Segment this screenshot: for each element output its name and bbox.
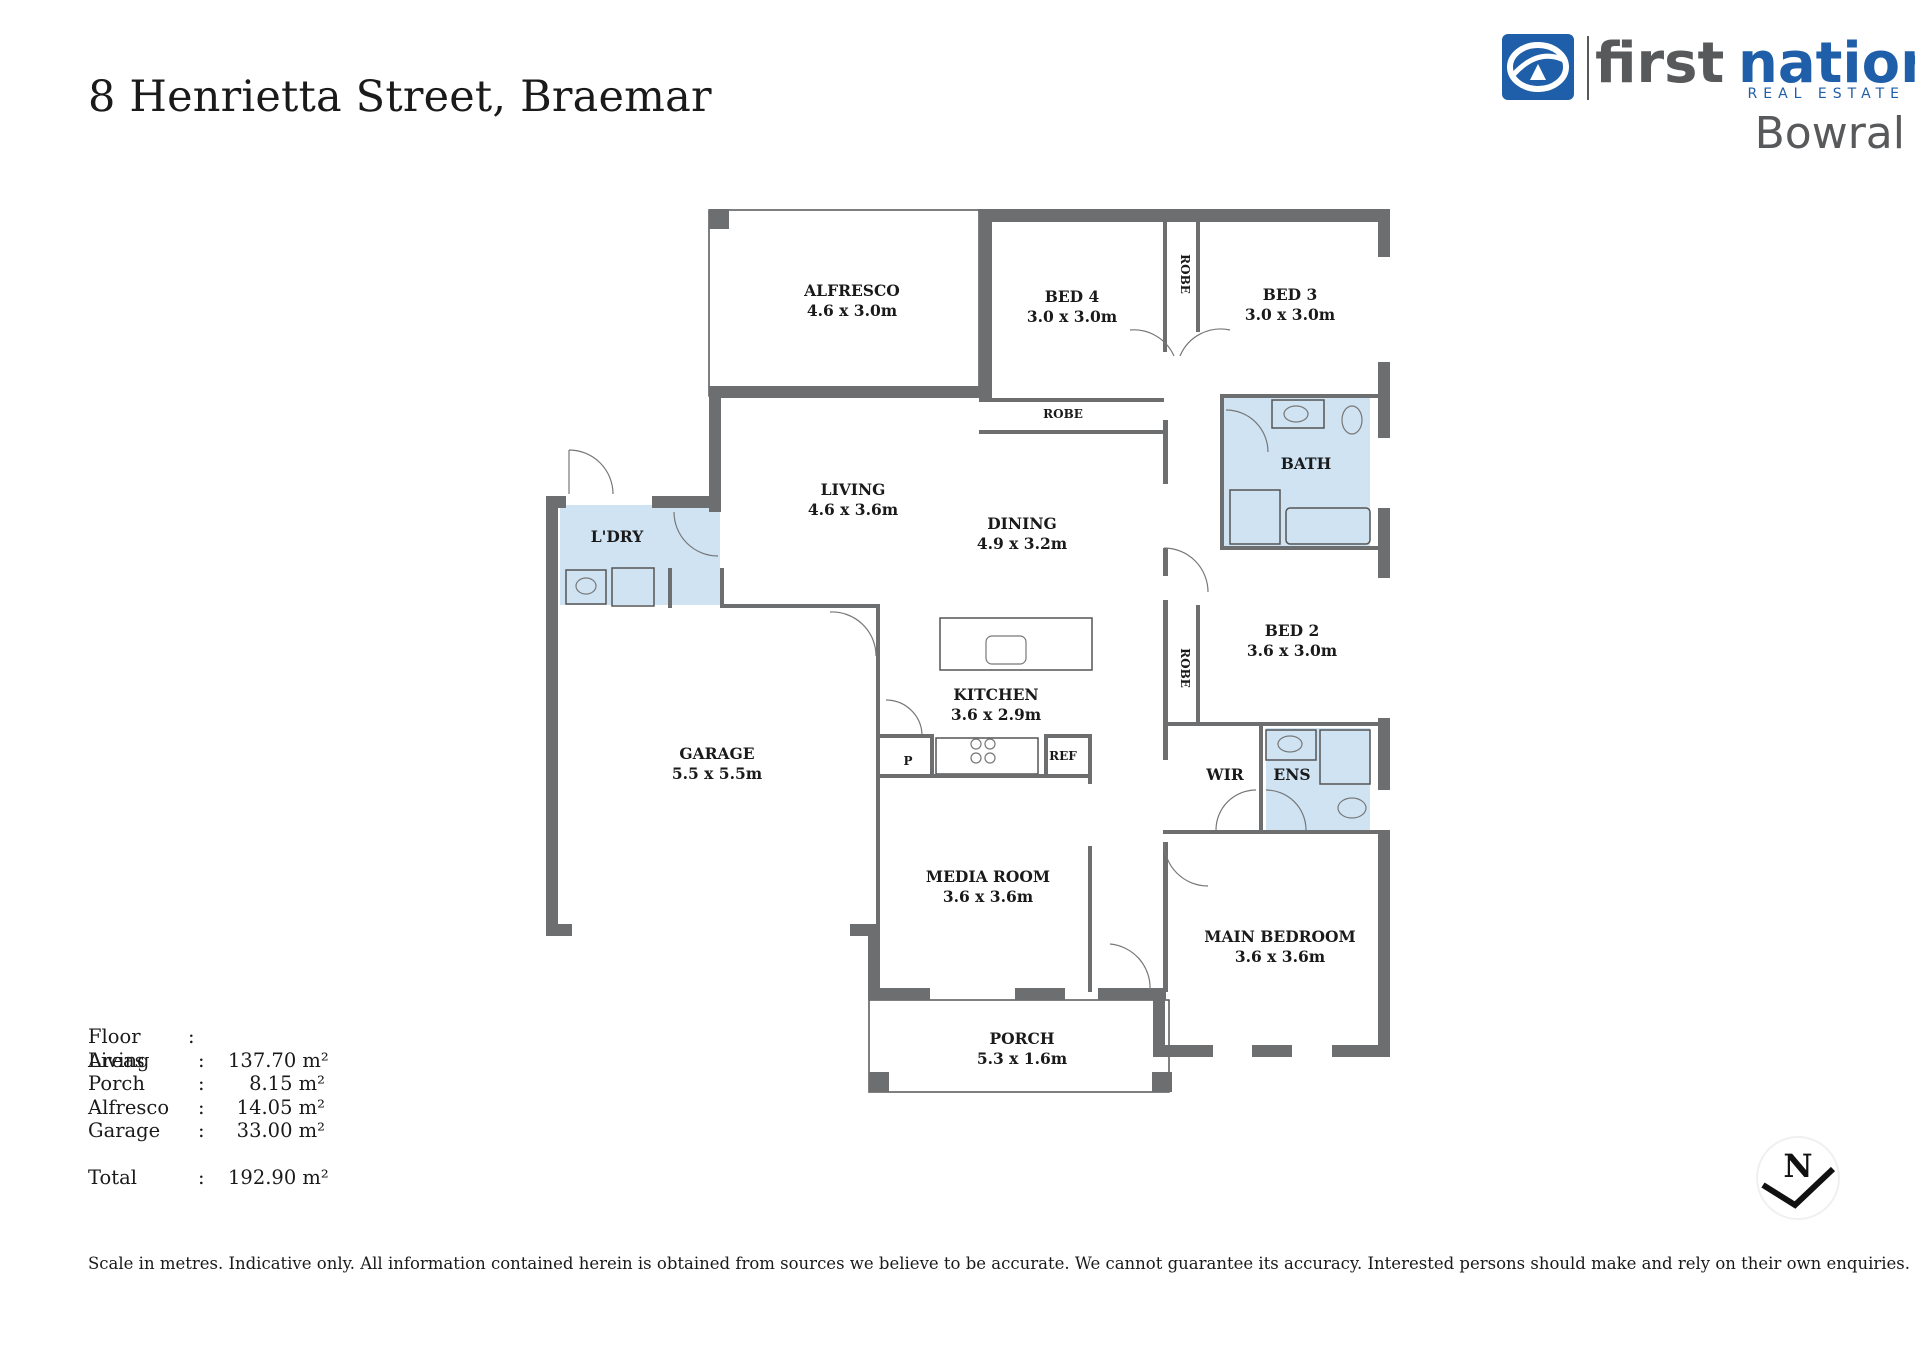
first-national-emblem-icon xyxy=(1502,34,1574,100)
bath-fill xyxy=(1224,398,1370,546)
ensuite-shower xyxy=(1319,729,1371,785)
floor-area-sep: : xyxy=(198,1095,205,1119)
fixtures xyxy=(575,405,1367,819)
room-bed3-size: 3.0 x 3.0m xyxy=(1245,305,1336,324)
floor-area-sep: : xyxy=(198,1072,205,1095)
room-bed3-name: BED 3 xyxy=(1263,285,1318,304)
room-kitchen-name: KITCHEN xyxy=(953,685,1038,704)
brand-office: Bowral xyxy=(1755,108,1905,159)
walls xyxy=(546,209,1390,1092)
floor-area-label: Alfresco xyxy=(88,1095,170,1119)
room-bed4-size: 3.0 x 3.0m xyxy=(1027,307,1118,326)
floor-area-row: Living : 137.70 m² xyxy=(88,1048,329,1073)
first-national-logo: first national REAL ESTATE Bowral xyxy=(1502,31,1915,159)
ensuite-fill xyxy=(1266,728,1370,830)
room-robe-bed2: ROBE xyxy=(1178,648,1192,688)
floor-areas-heading-row: Floor Areas : xyxy=(88,1025,325,1072)
floor-areas-sep: : xyxy=(188,1025,195,1048)
laundry-tub xyxy=(565,569,607,605)
room-laundry-name: L'DRY xyxy=(591,527,644,546)
shower xyxy=(1229,489,1281,545)
room-dining-size: 4.9 x 3.2m xyxy=(977,534,1068,553)
kitchen-bench xyxy=(935,737,1039,775)
floor-area-total-label: Total xyxy=(88,1166,137,1189)
floor-area-sep: : xyxy=(198,1166,205,1189)
brand-tagline: REAL ESTATE xyxy=(1748,86,1906,102)
floor-area-total-row: Total : 192.90 m² xyxy=(88,1166,329,1190)
room-garage-name: GARAGE xyxy=(679,744,754,763)
brand-national: national xyxy=(1738,31,1915,96)
ensuite-basin xyxy=(1265,729,1317,761)
room-living-name: LIVING xyxy=(821,480,886,499)
room-wir-name: WIR xyxy=(1205,765,1244,784)
room-ensuite-name: ENS xyxy=(1273,765,1310,784)
room-alfresco-size: 4.6 x 3.0m xyxy=(807,301,898,320)
brand-first: first xyxy=(1595,31,1724,96)
room-robe-bed4: ROBE xyxy=(1043,407,1083,421)
north-label: N xyxy=(1783,1147,1812,1185)
room-robe-top: ROBE xyxy=(1178,254,1192,294)
floor-area-value: 8.15 m² xyxy=(249,1072,325,1095)
floor-area-value: 137.70 m² xyxy=(228,1048,329,1072)
room-porch-size: 5.3 x 1.6m xyxy=(977,1049,1068,1068)
room-living-size: 4.6 x 3.6m xyxy=(808,500,899,519)
room-bed2-size: 3.6 x 3.0m xyxy=(1247,641,1338,660)
floor-areas-table: Floor Areas : Living : 137.70 m² Porch :… xyxy=(88,1025,329,1190)
wet-areas xyxy=(560,398,1370,830)
room-media-name: MEDIA ROOM xyxy=(926,867,1050,886)
room-porch-name: PORCH xyxy=(989,1029,1054,1048)
floor-area-sep: : xyxy=(198,1048,205,1072)
floor-area-row: Alfresco : 14.05 m² xyxy=(88,1096,325,1120)
floor-area-label: Living xyxy=(88,1048,150,1072)
room-main-bed-size: 3.6 x 3.6m xyxy=(1235,947,1326,966)
island-bench xyxy=(939,617,1093,671)
bath-tub xyxy=(1285,507,1371,545)
room-pantry: P xyxy=(903,754,912,768)
floor-area-label: Porch xyxy=(88,1072,145,1095)
room-alfresco-name: ALFRESCO xyxy=(803,281,900,300)
property-address: 8 Henrietta Street, Braemar xyxy=(88,72,712,122)
floor-area-row: Garage : 33.00 m² xyxy=(88,1119,325,1143)
laundry-machine xyxy=(611,567,655,607)
door-swings xyxy=(568,328,1307,991)
floor-area-sep: : xyxy=(198,1119,205,1142)
laundry-fill xyxy=(560,505,720,605)
room-media-size: 3.6 x 3.6m xyxy=(943,887,1034,906)
floor-area-label: Garage xyxy=(88,1119,161,1142)
floor-area-total-value: 192.90 m² xyxy=(228,1166,329,1189)
room-bed2-name: BED 2 xyxy=(1265,621,1320,640)
floor-area-value: 14.05 m² xyxy=(236,1095,325,1119)
room-bath-name: BATH xyxy=(1281,454,1331,473)
bath-basin xyxy=(1271,399,1325,429)
room-garage-size: 5.5 x 5.5m xyxy=(672,764,763,783)
room-main-bed-name: MAIN BEDROOM xyxy=(1204,927,1355,946)
disclaimer: Scale in metres. Indicative only. All in… xyxy=(88,1254,1911,1273)
north-arrow-icon: N xyxy=(1756,1136,1840,1220)
floor-area-value: 33.00 m² xyxy=(236,1119,325,1142)
room-dining-name: DINING xyxy=(987,514,1057,533)
room-kitchen-size: 3.6 x 2.9m xyxy=(951,705,1042,724)
floor-areas-heading: Floor Areas xyxy=(88,1025,145,1072)
room-bed4-name: BED 4 xyxy=(1045,287,1100,306)
floor-area-row: Porch : 8.15 m² xyxy=(88,1072,325,1096)
room-fridge: REF xyxy=(1049,749,1077,763)
